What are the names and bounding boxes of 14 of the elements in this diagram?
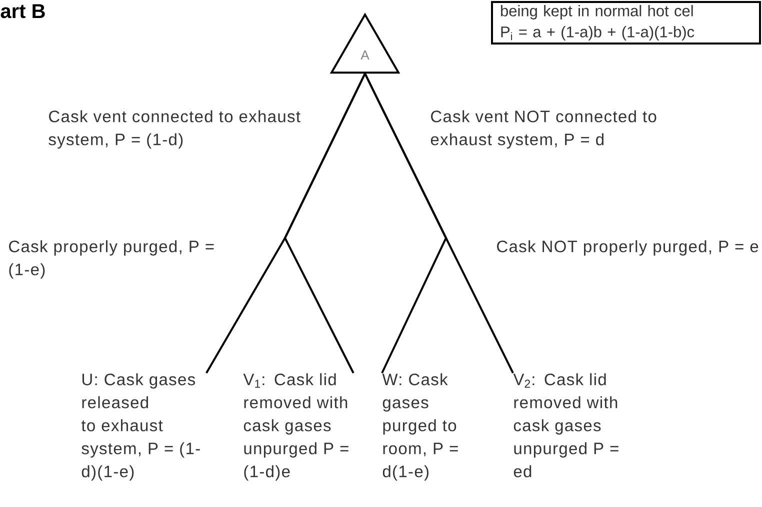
branch-label: Cask properly purged, P = (1-e) (9, 240, 214, 279)
branch-label: Cask vent connected to exhaust system, P = (1-d) (48, 110, 300, 149)
branch-line (284, 73, 366, 374)
branch-label: Cask NOT properly purged, P = e (497, 240, 758, 256)
outcome-text: W: Cask gases purged to room, P = d(1-e) (382, 373, 458, 481)
branch-label: Cask vent NOT connected to exhaust system, P = d (430, 110, 656, 149)
outcome-text: U: Cask gases released to exhaust system, P = (1-d)(1-e) (81, 373, 200, 481)
title: art B (0, 4, 45, 18)
note-box (491, 1, 761, 44)
outcome-text: V$_{2}$: Cask lid removed with cask gases unpurged P = ed (513, 373, 618, 478)
box-text: being kept in normal hot cel (501, 5, 693, 20)
outcome-text: V$_{1}$: Cask lid removed with cask gases unpurged P = (1-d)e (243, 373, 348, 481)
box-text: P$_{i}$ = a + (1-a)b + (1-a)(1-b)c (501, 26, 694, 40)
branch-line (364, 73, 514, 374)
